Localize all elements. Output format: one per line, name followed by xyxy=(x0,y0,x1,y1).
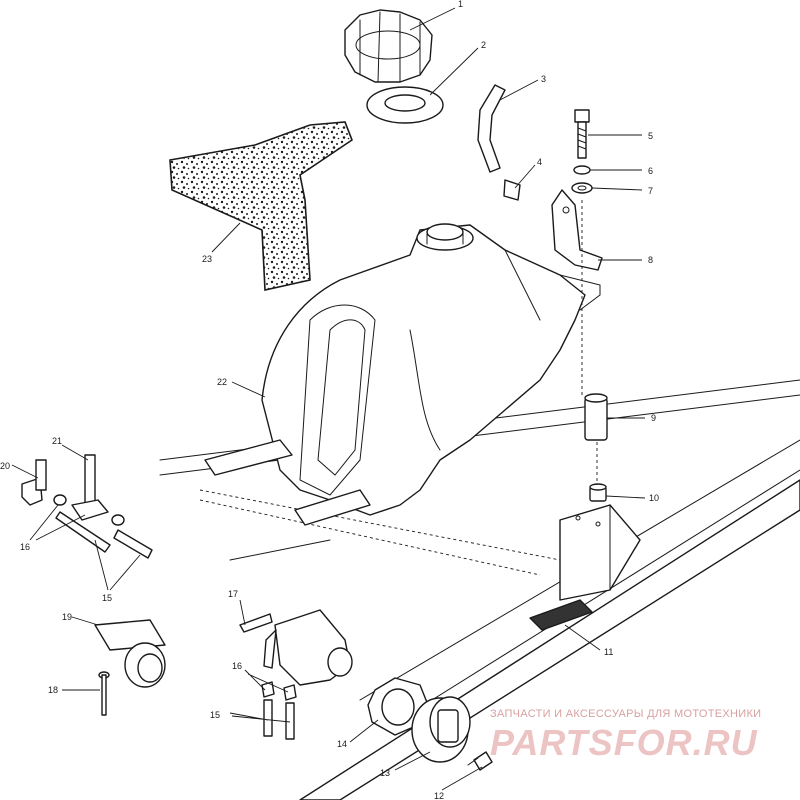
callout-16-valve: 16 xyxy=(20,542,30,552)
callout-16-filter: 16 xyxy=(232,661,242,671)
part-22-fuel-tank xyxy=(204,223,601,526)
part-16-hose-clamps-right xyxy=(261,681,297,701)
part-5-bolt xyxy=(574,109,590,159)
part-13-end-cap xyxy=(411,696,471,763)
watermark-tagline: ЗАПЧАСТИ И АКСЕССУАРЫ ДЛЯ МОТОТЕХНИКИ xyxy=(490,708,761,720)
callout-8: 8 xyxy=(648,255,653,265)
tank-mount-tab-left xyxy=(204,439,293,476)
part-7-flat-washer xyxy=(571,182,593,194)
part-8-bracket xyxy=(551,189,603,271)
callout-7: 7 xyxy=(648,186,653,196)
part-19-mount-clamp xyxy=(94,619,166,688)
part-20-elbow-fitting xyxy=(21,459,47,506)
callout-10: 10 xyxy=(649,493,659,503)
part-16-hose-clamps-left xyxy=(53,494,125,526)
callout-19: 19 xyxy=(62,612,72,622)
callout-11: 11 xyxy=(604,647,613,657)
callout-23: 23 xyxy=(202,254,212,264)
part-1-fuel-cap xyxy=(344,9,433,83)
part-9-spacer xyxy=(584,393,608,441)
callout-15-valve: 15 xyxy=(102,593,112,603)
watermark-brand: PARTSFOR.RU xyxy=(490,722,758,763)
part-21-fuel-valve xyxy=(71,454,109,521)
part-11-decal xyxy=(529,599,593,631)
part-15-fuel-lines-left xyxy=(55,511,153,559)
callout-9: 9 xyxy=(651,413,656,423)
part-12-screw xyxy=(467,751,493,771)
frame-mount-block xyxy=(559,504,641,601)
part-4-fitting xyxy=(503,179,521,201)
part-15-fuel-lines-right xyxy=(263,699,295,740)
part-10-bushing xyxy=(589,483,607,502)
callout-labels: 1 2 3 4 5 6 7 8 9 10 11 12 13 14 15 16 1… xyxy=(0,0,659,800)
callout-14: 14 xyxy=(337,739,347,749)
part-23-foam-pad xyxy=(169,121,353,291)
part-6-lock-washer xyxy=(573,165,591,175)
leader-lines xyxy=(11,7,646,791)
callout-2: 2 xyxy=(481,40,486,50)
callout-17: 17 xyxy=(228,589,238,599)
callout-12: 12 xyxy=(434,791,444,800)
callout-21: 21 xyxy=(52,436,62,446)
tank-mount-tab-right xyxy=(294,489,371,526)
callout-4: 4 xyxy=(537,157,542,167)
callout-13: 13 xyxy=(380,768,390,778)
callout-1: 1 xyxy=(458,0,463,9)
part-2-gasket xyxy=(366,86,444,124)
callout-3: 3 xyxy=(541,74,546,84)
callout-18: 18 xyxy=(48,685,58,695)
watermark: ЗАПЧАСТИ И АКСЕССУАРЫ ДЛЯ МОТОТЕХНИКИ PA… xyxy=(490,708,761,763)
callout-5: 5 xyxy=(648,131,653,141)
part-18-rivet xyxy=(98,671,110,716)
callout-20: 20 xyxy=(0,461,10,471)
part-17-fuel-filter xyxy=(239,609,353,686)
callout-15-filter: 15 xyxy=(210,710,220,720)
part-3-vent-hose xyxy=(477,84,506,173)
callout-22: 22 xyxy=(217,377,227,387)
callout-6: 6 xyxy=(648,166,653,176)
